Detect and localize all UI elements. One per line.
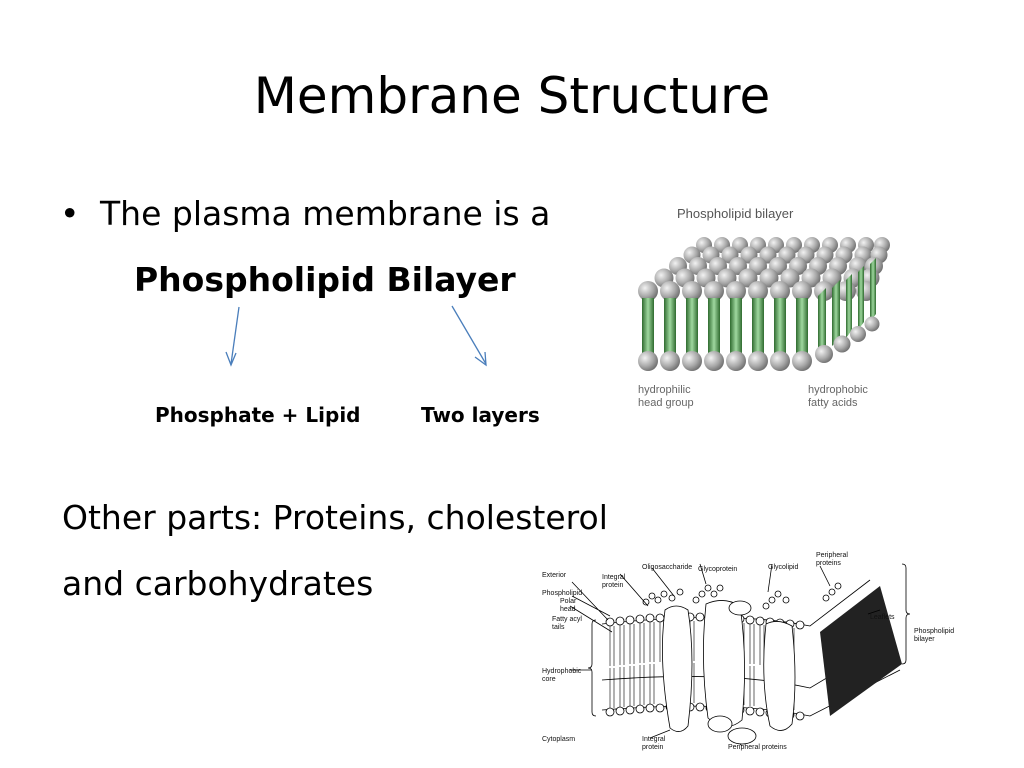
figure1-label-hydrophilic: hydrophilic head group xyxy=(638,384,694,409)
label-two-layers: Two layers xyxy=(421,403,540,427)
figure1-label-hydrophobic: hydrophobic fatty acids xyxy=(808,384,868,409)
fig2-label-exterior: Exterior xyxy=(542,572,567,579)
figure1-title: Phospholipid bilayer xyxy=(677,206,794,221)
fig2-label-cytoplasm: Cytoplasm xyxy=(542,736,576,743)
bullet-marker: • xyxy=(60,194,80,233)
fig2-label-hydrophobic-core: Hydrophobic core xyxy=(542,668,582,683)
figure-phospholipid-bilayer: Phospholipid bilayer hydrophilic head gr… xyxy=(620,198,900,422)
fig2-label-oligosaccharide: Oligosaccharide xyxy=(642,564,693,571)
fig2-label-phospholipid-bilayer: Phospholipid bilayer xyxy=(914,628,955,643)
fig2-label-integral-bottom: Integral protein xyxy=(642,736,666,751)
fig2-label-fatty-acyl: Fatty acyl tails xyxy=(552,616,582,631)
arrow-left xyxy=(230,306,240,365)
other-parts-line2: and carbohydrates xyxy=(62,564,374,603)
fig2-label-polar-head: Polar head xyxy=(560,598,577,613)
fig2-label-glycoprotein: Glycoprotein xyxy=(698,566,738,573)
slide-title: Membrane Structure xyxy=(253,67,771,125)
bullet-text: The plasma membrane is a xyxy=(100,194,551,233)
bullet-line: • The plasma membrane is a xyxy=(60,192,550,236)
fig2-label-leaflets: Leaflets xyxy=(870,614,895,621)
fig2-label-peripheral-bottom: Peripheral proteins xyxy=(728,744,787,751)
fig2-label-integral-top: Integral protein xyxy=(602,574,626,589)
fig2-label-phospholipid: Phospholipid xyxy=(542,590,583,597)
arrow-right xyxy=(451,305,487,365)
bold-term: Phospholipid Bilayer xyxy=(134,260,516,299)
bilayer-illustration xyxy=(638,237,890,371)
fig2-label-peripheral-top: Peripheral proteins xyxy=(816,552,848,567)
arrow-right-head xyxy=(474,351,487,367)
membrane-illustration xyxy=(569,563,911,747)
fig2-label-glycolipid: Glycolipid xyxy=(768,564,799,571)
arrow-left-head xyxy=(225,351,237,367)
other-parts-line1: Other parts: Proteins, cholesterol xyxy=(62,498,608,537)
figure-membrane-model: Exterior Phospholipid Polar head Fatty a… xyxy=(530,540,954,760)
label-phosphate-lipid: Phosphate + Lipid xyxy=(155,403,361,427)
